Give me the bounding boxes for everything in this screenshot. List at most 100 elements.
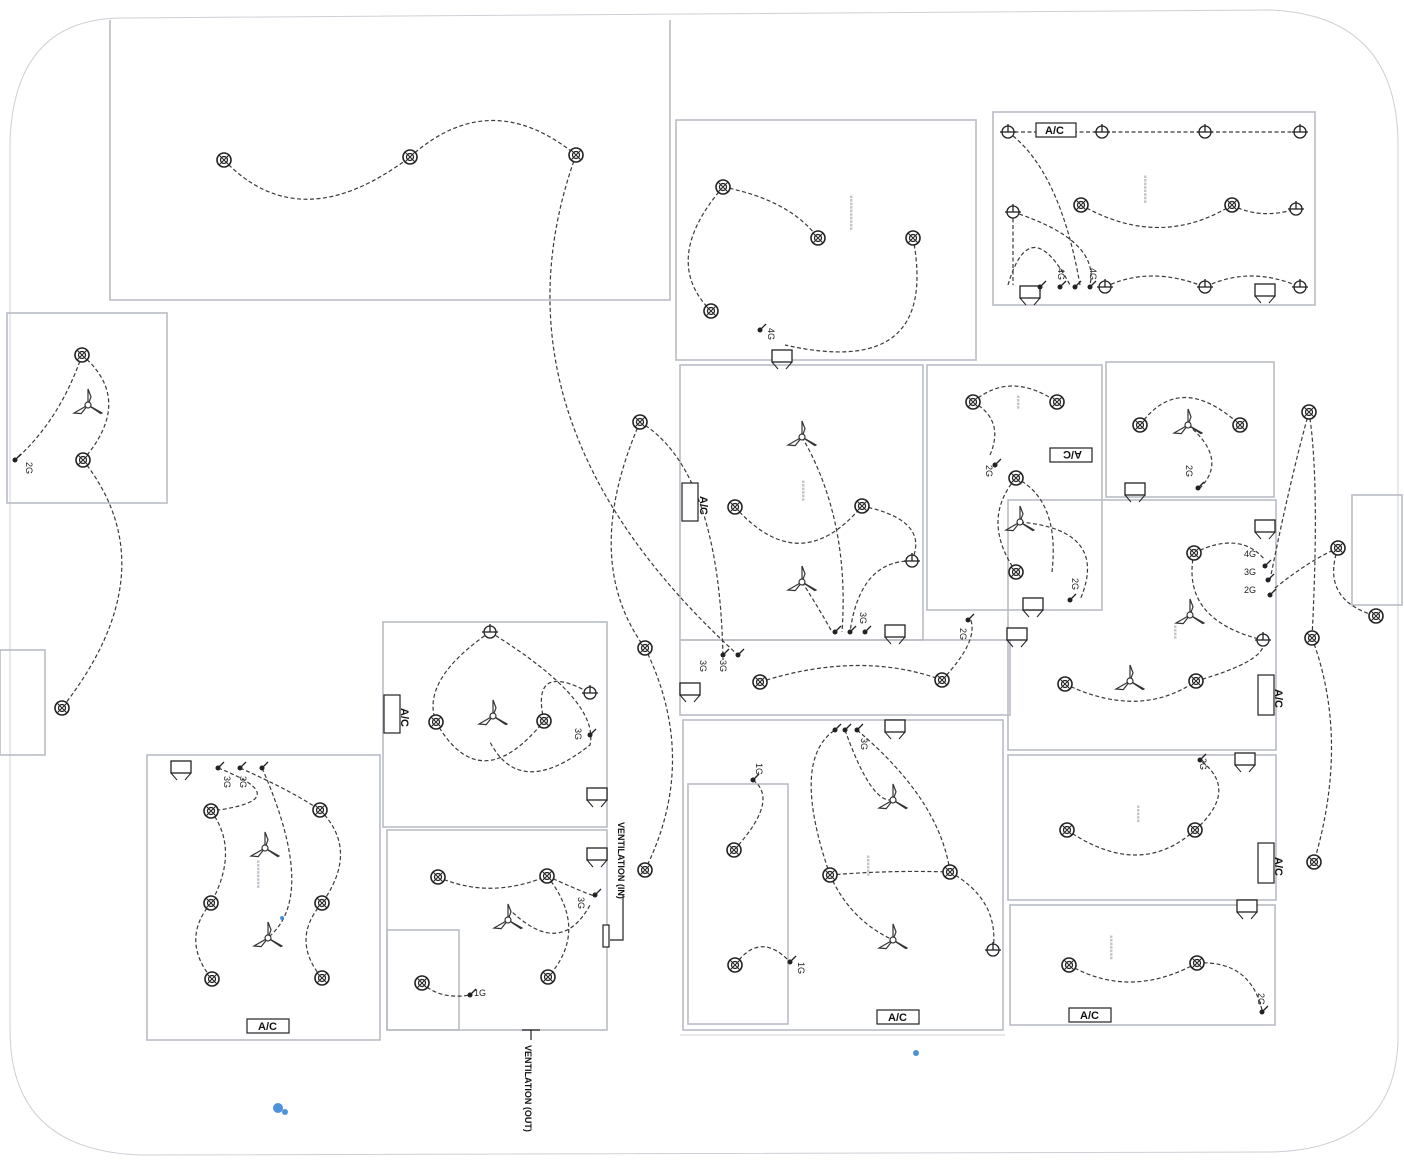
switch-label: 2G (1070, 578, 1080, 590)
sheet-border (9, 9, 1399, 1156)
svg-text:▪▪▪▪▪▪▪▪: ▪▪▪▪▪▪▪▪ (252, 860, 263, 889)
ventilation-in-label: VENTILATION (IN) (616, 822, 626, 899)
ceiling-light-icon (637, 862, 653, 878)
switch-label: 2G (1256, 993, 1266, 1005)
ac-unit-icon: A/C (1035, 122, 1077, 138)
switch-icon (735, 648, 745, 658)
ceiling-light-icon (905, 230, 921, 246)
exhaust-icon (1254, 283, 1276, 304)
ceiling-fan-icon (1172, 408, 1204, 435)
exhaust-icon (884, 624, 906, 645)
ceiling-light-icon (1059, 822, 1075, 838)
ceiling-light-icon (539, 868, 555, 884)
ceiling-light-icon (74, 347, 90, 363)
wall-light-icon (482, 624, 498, 639)
ac-label: A/C (1272, 857, 1284, 876)
wall-light-icon (985, 942, 1001, 957)
ink-marks (273, 916, 919, 1115)
exhaust-icon (1022, 597, 1044, 618)
switch-icon (12, 453, 22, 463)
switch-icon (1072, 280, 1082, 290)
switch-icon (1195, 481, 1205, 491)
ceiling-light-icon (1330, 540, 1346, 556)
ac-unit-icon: A/C (681, 482, 709, 522)
switch-icon (215, 761, 225, 771)
ceiling-light-icon (428, 714, 444, 730)
switch-label: 2G (1198, 758, 1208, 770)
ceiling-fan-icon (877, 923, 909, 950)
ac-unit-icon: A/C (1049, 447, 1093, 463)
svg-text:▪▪▪▪: ▪▪▪▪ (1012, 395, 1023, 410)
ceiling-light-icon (822, 867, 838, 883)
ceiling-light-icon (810, 230, 826, 246)
switch-icon (832, 625, 842, 635)
ceiling-fan-icon (877, 783, 909, 810)
ac-label: A/C (258, 1021, 277, 1033)
switch-icon (467, 988, 477, 998)
ceiling-light-icon (1189, 955, 1205, 971)
wall-lights (482, 124, 1308, 957)
switch-label: 2G (1244, 585, 1256, 595)
exhaust-icon (170, 760, 192, 781)
ceiling-fan-icon (249, 831, 281, 858)
ac-label: A/C (1045, 125, 1064, 137)
ceiling-light-icon (1132, 417, 1148, 433)
switch-label: 3G (859, 738, 869, 750)
ceiling-light-icon (1008, 470, 1024, 486)
switch-icon (1265, 573, 1275, 583)
ceiling-fan-icon (1114, 664, 1146, 691)
ac-label: A/C (1080, 1010, 1099, 1022)
switches (12, 280, 1277, 1015)
switch-icon (862, 625, 872, 635)
ceiling-light-icon (1057, 676, 1073, 692)
switch-icon (1267, 588, 1277, 598)
ceiling-light-icon (536, 713, 552, 729)
ceiling-light-icon (1186, 545, 1202, 561)
ceiling-light-icon (1368, 608, 1384, 624)
exhaust-icon (1006, 627, 1028, 648)
switch-icon (720, 648, 730, 658)
ceiling-light-icon (414, 975, 430, 991)
switch-label: 2G (958, 628, 968, 640)
switch-label: 4G (1244, 549, 1256, 559)
ceiling-light-icon (1188, 673, 1204, 689)
ceiling-light-icon (727, 499, 743, 515)
ceiling-light-icon (1224, 197, 1240, 213)
ceiling-fans (72, 388, 1206, 950)
wall-light-icon (1097, 279, 1113, 294)
wall-light-icon (1288, 201, 1304, 216)
ceiling-light-icon (1061, 957, 1077, 973)
ceiling-light-icon (942, 864, 958, 880)
ceiling-light-icon (1304, 630, 1320, 646)
ac-label: A/C (1272, 689, 1284, 708)
ceiling-lights (54, 147, 1384, 991)
svg-text:▪▪▪▪▪▪▪▪: ▪▪▪▪▪▪▪▪ (1139, 175, 1150, 204)
exhaust-icon (679, 682, 701, 703)
ceiling-light-icon (854, 498, 870, 514)
wall-light-icon (1197, 124, 1213, 139)
svg-text:▪▪▪▪▪▪: ▪▪▪▪▪▪ (797, 480, 808, 502)
ceiling-light-icon (715, 179, 731, 195)
ventilation-out-label: VENTILATION (OUT) (523, 1045, 533, 1132)
wall-light-icon (1255, 632, 1271, 647)
switch-label: 1G (796, 962, 806, 974)
switch-label: 3G (222, 776, 232, 788)
ceiling-fan-icon (1004, 505, 1036, 532)
ac-unit-icon: A/C (876, 1009, 920, 1025)
switch-label: 2G (984, 465, 994, 477)
switch-label: 4G (1088, 268, 1098, 280)
ceiling-light-icon (1301, 404, 1317, 420)
ceiling-fan-icon (1174, 598, 1206, 625)
ceiling-light-icon (204, 971, 220, 987)
switch-icon (259, 761, 269, 771)
ceiling-fan-icon (252, 921, 284, 948)
switch-icon (842, 723, 852, 733)
wall-light-icon (582, 685, 598, 700)
switch-icon (237, 761, 247, 771)
ceiling-light-icon (314, 895, 330, 911)
switch-icon (832, 723, 842, 733)
ceiling-fan-icon (786, 420, 818, 447)
switch-label: 1G (474, 988, 486, 998)
switch-icon (854, 723, 864, 733)
